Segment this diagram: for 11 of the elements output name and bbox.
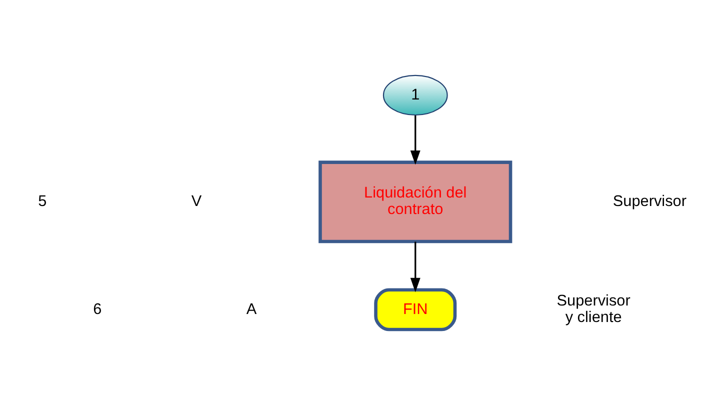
node-box: Liquidación del contrato [318,160,512,244]
node-box: FIN [374,288,457,332]
label: A [246,300,257,318]
label: 5 [38,192,47,210]
label: V [191,192,202,210]
node-ellipse: 1 [382,74,448,116]
arrow [410,242,420,292]
arrow [410,115,420,165]
label: 6 [93,300,102,318]
label: Supervisor y cliente [556,292,630,326]
label: Supervisor [612,192,686,210]
